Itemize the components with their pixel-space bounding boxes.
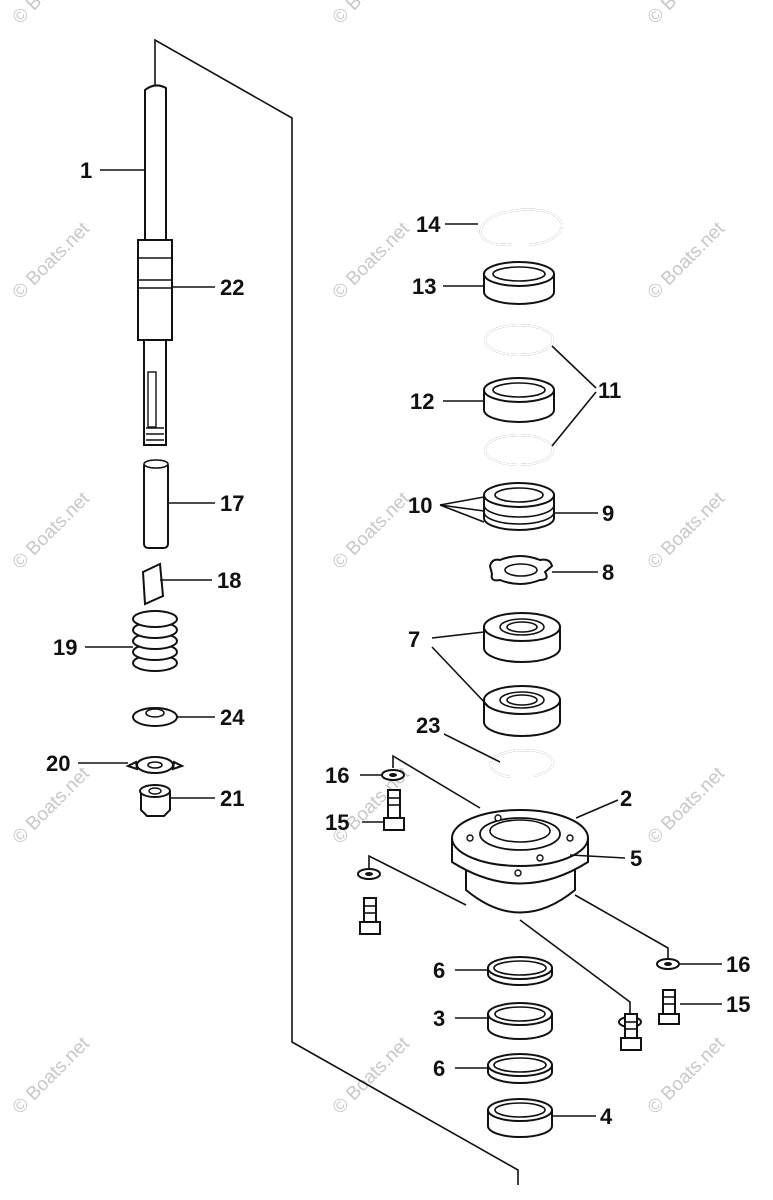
part-1-drive-shaft — [144, 84, 167, 249]
callout-24: 24 — [220, 705, 245, 730]
part-15-screw-a — [383, 789, 405, 831]
callout-10: 10 — [408, 493, 432, 518]
callout-12: 12 — [410, 389, 434, 414]
part-9-seal-carrier — [483, 482, 555, 531]
watermark: © Boats.net — [9, 218, 95, 304]
part-22-shaft-sleeve — [137, 239, 173, 446]
part-2-bearing-housing — [451, 809, 589, 914]
callout-11: 11 — [598, 378, 621, 403]
part-17-pin — [143, 459, 169, 549]
right-leaders — [360, 223, 722, 1117]
callout-23: 23 — [416, 713, 440, 738]
part-18-key — [141, 562, 165, 606]
callout-15: 15 — [325, 810, 349, 835]
callout-3: 3 — [433, 1006, 445, 1031]
part-16-washer-b — [357, 868, 381, 880]
callout-18: 18 — [217, 568, 241, 593]
part-16-washer-d — [656, 958, 680, 970]
callout-2: 2 — [620, 786, 632, 811]
screw-guide-lines — [368, 754, 669, 1015]
part-21-nut — [139, 784, 171, 817]
callout-15: 15 — [726, 992, 750, 1017]
watermark: © Boats.net — [644, 488, 730, 574]
part-15-screw-c — [620, 1013, 642, 1051]
part-13-bearing-race — [483, 261, 555, 305]
watermarks: © Boats.net © Boats.net © Boats.net © Bo… — [9, 0, 730, 1119]
part-11-o-ring-lower — [484, 434, 554, 466]
part-20-tab-washer — [125, 756, 185, 774]
callout-13: 13 — [412, 274, 436, 299]
callout-21: 21 — [220, 786, 244, 811]
callout-8: 8 — [602, 560, 614, 585]
part-11-o-ring-upper — [484, 324, 554, 356]
watermark: © Boats.net — [9, 0, 95, 29]
part-19-spring — [132, 610, 178, 672]
callout-1: 1 — [80, 158, 92, 183]
watermark: © Boats.net — [644, 218, 730, 304]
left-leaders — [78, 169, 215, 799]
callout-19: 19 — [53, 635, 77, 660]
callout-16: 16 — [325, 763, 349, 788]
callout-9: 9 — [602, 501, 614, 526]
part-4-bearing-race — [487, 1098, 553, 1138]
watermark: © Boats.net — [9, 1033, 95, 1119]
watermark: © Boats.net — [644, 0, 730, 29]
part-15-screw-b — [359, 897, 381, 935]
callout-20: 20 — [46, 751, 70, 776]
part-8-tab-washer — [488, 555, 554, 585]
watermark: © Boats.net — [329, 218, 415, 304]
callout-7: 7 — [408, 627, 420, 652]
watermark: © Boats.net — [329, 488, 415, 574]
watermark: © Boats.net — [9, 488, 95, 574]
watermark: © Boats.net — [329, 1033, 415, 1119]
callout-4: 4 — [600, 1104, 613, 1129]
callout-6: 6 — [433, 958, 445, 983]
part-6-o-ring-upper — [487, 956, 553, 986]
callout-22: 22 — [220, 275, 244, 300]
part-7-ball-bearing-upper — [483, 612, 561, 663]
part-15-screw-d — [658, 989, 680, 1025]
part-16-washer-a — [381, 769, 405, 781]
callout-5: 5 — [630, 846, 642, 871]
watermark: © Boats.net — [329, 0, 415, 29]
part-12-bearing-race — [483, 377, 555, 423]
part-7-ball-bearing-lower — [483, 685, 561, 737]
watermark: © Boats.net — [644, 1033, 730, 1119]
callout-6: 6 — [433, 1056, 445, 1081]
callout-16: 16 — [726, 952, 750, 977]
part-3-bearing-race — [487, 1002, 553, 1040]
callout-17: 17 — [220, 491, 244, 516]
part-24-washer — [132, 707, 178, 727]
assembly-frame — [154, 38, 519, 1185]
part-23-snap-ring — [489, 748, 554, 778]
callout-14: 14 — [416, 212, 441, 237]
part-6-o-ring-lower — [487, 1053, 553, 1084]
watermark: © Boats.net — [644, 763, 730, 849]
part-14-snap-ring — [479, 208, 563, 246]
